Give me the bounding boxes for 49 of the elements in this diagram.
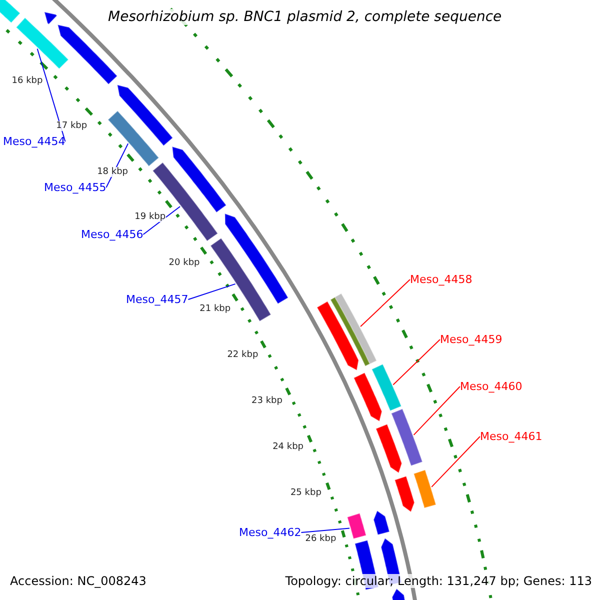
- gene-feature: [116, 84, 174, 146]
- leader-line: [188, 283, 236, 300]
- scale-label: 18 kbp: [97, 166, 128, 177]
- gene-feature: [172, 146, 227, 214]
- gene-label: Meso_4456: [81, 228, 144, 241]
- scale-label: 17 kbp: [56, 121, 88, 132]
- scale-label: 21 kbp: [200, 304, 231, 314]
- leader-line: [413, 386, 460, 436]
- leader-line: [142, 206, 181, 235]
- gene-feature: [394, 476, 415, 513]
- scale-label: 20 kbp: [168, 258, 200, 268]
- scale-label: 22 kbp: [227, 350, 258, 360]
- scale-label: 25 kbp: [290, 488, 322, 498]
- summary-text: Topology: circular; Length: 131,247 bp; Genes: 113: [285, 574, 592, 588]
- gene-feature: [0, 0, 21, 24]
- gene-feature: [57, 24, 118, 86]
- gene-feature: [390, 408, 424, 466]
- gene-feature: [316, 300, 360, 371]
- gene-label: Meso_4454: [3, 135, 66, 148]
- gene-feature: [392, 588, 408, 600]
- gene-feature: [330, 296, 370, 367]
- scale-label: 23 kbp: [252, 396, 282, 406]
- title: Mesorhizobium sp. BNC1 plasmid 2, complete sequence: [108, 9, 502, 25]
- gene-feature: [373, 510, 390, 536]
- accession-text: Accession: NC_008243: [10, 574, 146, 588]
- gene-label: Meso_4457: [126, 293, 188, 306]
- leader-line: [300, 528, 350, 533]
- gene-feature: [371, 364, 402, 412]
- gene-feature: [16, 17, 70, 70]
- gene-feature: [353, 372, 382, 422]
- gene-feature: [375, 424, 402, 474]
- gene-feature: [210, 238, 272, 322]
- scale-label: 16 kbp: [12, 76, 43, 86]
- gene-label: Meso_4455: [44, 181, 106, 194]
- gene-label: Meso_4462: [239, 526, 302, 539]
- gene-label: Meso_4458: [410, 273, 472, 286]
- gene-label: Meso_4459: [440, 333, 502, 346]
- gene-feature: [224, 212, 289, 304]
- gene-feature: [413, 469, 437, 509]
- gene-feature: [107, 110, 160, 167]
- gene-feature: [346, 512, 367, 540]
- gene-label: Meso_4461: [480, 430, 542, 443]
- gene-label: Meso_4460: [460, 380, 522, 393]
- scale-label: 24 kbp: [272, 442, 304, 452]
- scale-label: 26 kbp: [305, 534, 336, 544]
- gene-feature: [44, 11, 58, 25]
- leader-line: [36, 48, 66, 142]
- scale-label: 19 kbp: [134, 212, 166, 222]
- leader-line: [392, 339, 440, 386]
